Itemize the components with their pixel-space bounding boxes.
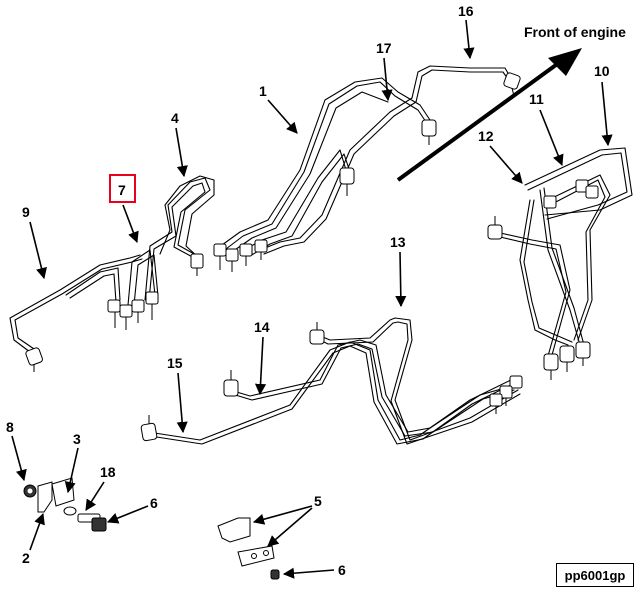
fitting-group-left — [25, 253, 204, 372]
callout-12: 12 — [478, 128, 494, 144]
fitting-group-top — [213, 72, 521, 272]
callout-10: 10 — [594, 63, 610, 79]
callout-14: 14 — [254, 319, 270, 335]
callout-3: 3 — [73, 431, 81, 447]
callout-9: 9 — [22, 204, 30, 220]
callout-2: 2 — [22, 550, 30, 566]
callout-18: 18 — [100, 464, 116, 480]
callout-8: 8 — [6, 419, 14, 435]
fuel-line-group-bottom — [147, 317, 521, 445]
leader-lines — [11, 19, 613, 579]
callout-1: 1 — [259, 83, 267, 99]
front-of-engine-label: Front of engine — [524, 24, 626, 40]
callout-7[interactable]: 7 — [118, 182, 126, 198]
clamp-assembly-left — [23, 477, 107, 532]
drawing-code-label: pp6001gp — [556, 563, 634, 587]
fuel-line-group-right — [495, 147, 633, 357]
callout-4: 4 — [171, 110, 179, 126]
callout-15: 15 — [167, 355, 183, 371]
highlight-box-callout-7 — [109, 174, 136, 203]
callout-17: 17 — [376, 40, 392, 56]
fitting-group-bottom — [140, 322, 523, 442]
front-of-engine-arrow — [396, 48, 582, 182]
fuel-line-group-left — [9, 175, 215, 356]
callout-16: 16 — [458, 3, 474, 19]
callout-13: 13 — [390, 234, 406, 250]
callout-11: 11 — [529, 91, 544, 107]
fitting-group-right — [487, 179, 599, 380]
callout-6-bottom: 6 — [338, 562, 346, 578]
clamp-assembly-right — [217, 517, 280, 580]
callout-5: 5 — [314, 493, 322, 509]
callout-6-top: 6 — [150, 495, 158, 511]
